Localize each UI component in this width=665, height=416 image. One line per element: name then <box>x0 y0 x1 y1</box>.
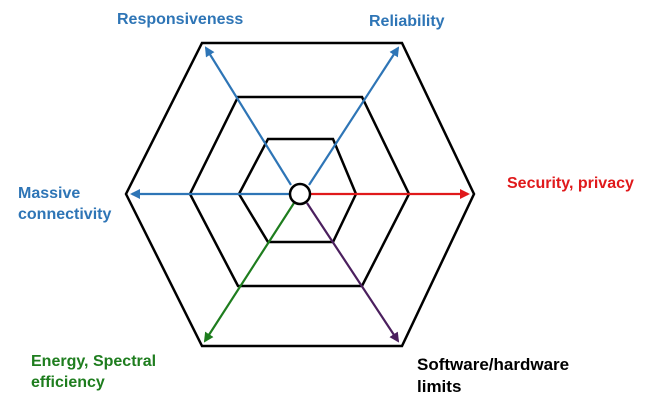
center-circle <box>288 182 312 206</box>
arrow-software <box>306 202 400 343</box>
arrow-responsiveness <box>204 46 292 186</box>
arrow-reliability <box>308 46 400 186</box>
hexagon-outer <box>124 41 476 348</box>
label-energy-spectral-efficiency: Energy, Spectral efficiency <box>31 353 157 391</box>
arrow-energy <box>203 202 295 343</box>
label-massive-connectivity: Massive connectivity <box>18 185 112 223</box>
label-software-hardware-limits: Software/hardware limits <box>417 355 570 396</box>
label-security-privacy: Security, privacy <box>507 175 634 192</box>
label-responsiveness: Responsiveness <box>117 11 244 28</box>
label-reliability: Reliability <box>369 13 445 30</box>
